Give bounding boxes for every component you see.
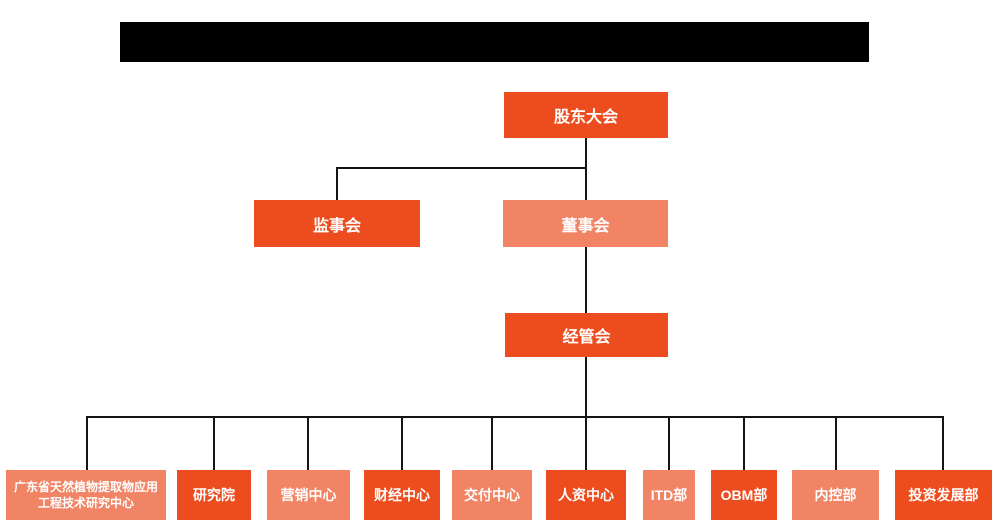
connector-directors-management [585, 247, 587, 313]
connector-management-stem [585, 357, 587, 417]
node-label: 人资中心 [558, 487, 614, 503]
connector-dept-drop [213, 416, 215, 470]
connector-branch-horizontal [336, 167, 587, 169]
node-label: 监事会 [312, 217, 361, 235]
node-finance-center: 财经中心 [364, 470, 440, 520]
node-research-institute: 研究院 [177, 470, 251, 520]
node-obm-dept: OBM部 [711, 470, 777, 520]
node-hr-center: 人资中心 [546, 470, 626, 520]
node-research-center: 广东省天然植物提取物应用工程技术研究中心 [6, 470, 166, 520]
node-label: 董事会 [561, 217, 610, 235]
node-label: 经管会 [562, 329, 611, 346]
node-label: 交付中心 [464, 487, 520, 503]
node-label: 投资发展部 [908, 487, 979, 503]
node-delivery-center: 交付中心 [452, 470, 532, 520]
node-shareholders-meeting: 股东大会 [504, 92, 668, 138]
node-label: 营销中心 [280, 487, 337, 503]
connector-dept-drop [668, 416, 670, 470]
redacted-title-bar [120, 22, 869, 62]
connector-dept-drop [401, 416, 403, 470]
connector-dept-drop [743, 416, 745, 470]
node-label: 股东大会 [553, 109, 618, 126]
connector-dept-drop [491, 416, 493, 470]
connector-supervisory-drop [336, 167, 338, 200]
connector-root-stem [585, 138, 587, 200]
node-marketing-center: 营销中心 [267, 470, 350, 520]
connector-dept-drop [585, 416, 587, 470]
node-internal-control-dept: 内控部 [792, 470, 879, 520]
node-itd-dept: ITD部 [643, 470, 695, 520]
node-label: 广东省天然植物提取物应用工程技术研究中心 [13, 479, 158, 510]
connector-dept-drop [942, 416, 944, 470]
node-supervisory-board: 监事会 [254, 200, 420, 247]
connector-dept-drop [835, 416, 837, 470]
node-label: 研究院 [193, 487, 235, 503]
node-investment-development-dept: 投资发展部 [895, 470, 992, 520]
node-label: 内控部 [814, 487, 857, 503]
connector-dept-drop [86, 416, 88, 470]
node-board-of-directors: 董事会 [503, 200, 668, 247]
node-label: OBM部 [720, 487, 768, 503]
connector-departments-bus [86, 416, 944, 418]
connector-dept-drop [307, 416, 309, 470]
node-label: ITD部 [650, 487, 688, 503]
node-management-committee: 经管会 [505, 313, 668, 357]
node-label: 财经中心 [374, 487, 430, 503]
